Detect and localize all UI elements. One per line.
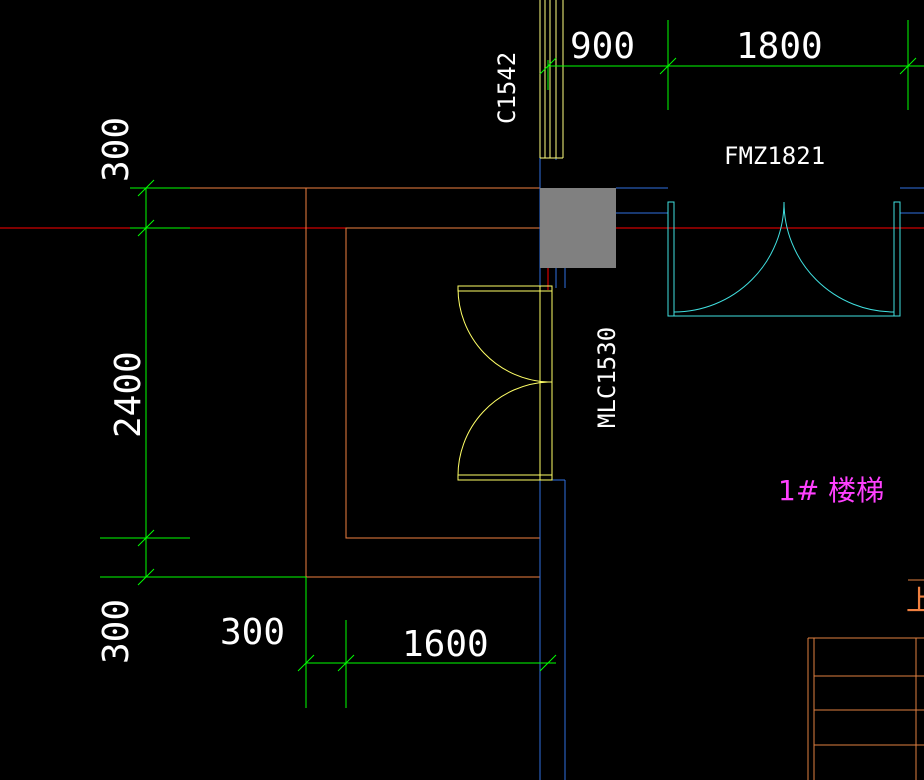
- door-fmz1821: [667, 201, 901, 317]
- structural-column: [540, 188, 616, 268]
- dim-top-900: 900: [570, 26, 635, 67]
- dim-bottom-300: 300: [220, 612, 285, 653]
- dim-left-300-top: 300: [96, 117, 137, 182]
- label-c1542: C1542: [493, 52, 521, 124]
- label-fmz1821: FMZ1821: [724, 142, 825, 170]
- label-up-mark: 上: [906, 584, 924, 617]
- window-c1542: [539, 0, 564, 159]
- label-mlc1530: MLC1530: [593, 327, 621, 428]
- door-mlc1530: [457, 285, 553, 481]
- dim-top-1800: 1800: [736, 26, 823, 67]
- dim-bottom-1600: 1600: [402, 624, 489, 665]
- dim-left-300-bottom: 300: [96, 599, 137, 664]
- stair-treads: [807, 579, 924, 780]
- dimension-lines: [100, 20, 924, 708]
- balcony-outline: [100, 187, 540, 578]
- label-stair: 1# 楼梯: [778, 474, 884, 507]
- dim-left-2400: 2400: [108, 351, 149, 438]
